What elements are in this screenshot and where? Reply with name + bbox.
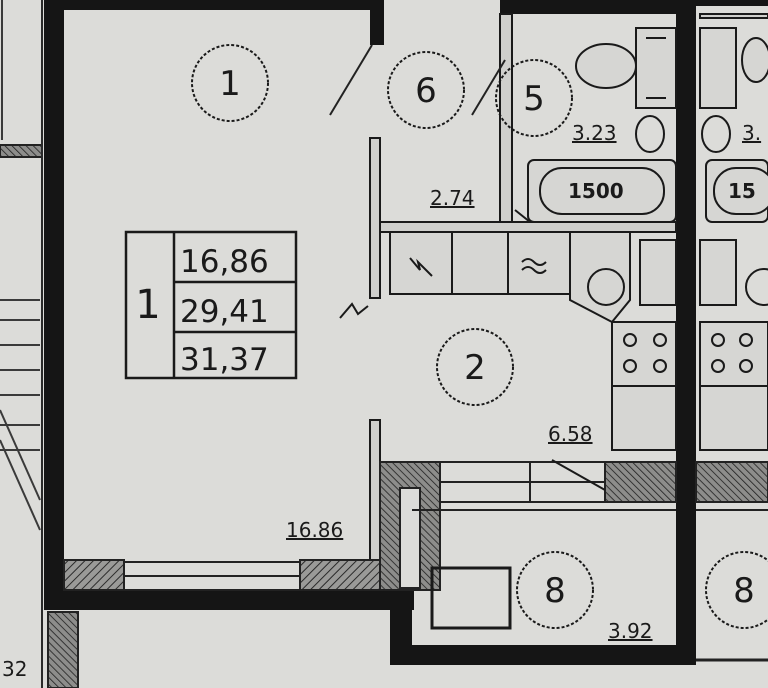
room-number-5: 5 — [523, 79, 545, 119]
room-number-8: 8 — [544, 571, 566, 611]
room-markers — [191, 44, 768, 629]
hatched-walls — [47, 461, 768, 688]
room-number-2: 2 — [464, 348, 486, 388]
bathtub-label: 1500 — [568, 179, 624, 203]
shafts — [639, 239, 737, 306]
total-area-balcony-value: 31,37 — [180, 342, 269, 378]
room-number-6: 6 — [415, 71, 437, 111]
total-area-value: 29,41 — [180, 294, 269, 330]
toilet-icon — [575, 27, 768, 109]
living-area-value: 16,86 — [180, 244, 269, 280]
bathtub-icon — [527, 159, 768, 223]
area-label-bath: 3.23 — [572, 121, 617, 145]
door-lines — [329, 44, 506, 116]
area-label-kitchen: 6.58 — [548, 422, 593, 446]
kitchen-counter — [389, 231, 677, 451]
walls — [44, 0, 768, 665]
area-label-bath-2: 3. — [742, 121, 761, 145]
area-summary-table — [124, 230, 298, 380]
entry-arrow-icon — [339, 302, 369, 319]
area-label-left: 32 — [2, 657, 27, 681]
stove-icon — [623, 321, 768, 451]
stairwell-wall — [0, 144, 43, 158]
sink-icon — [635, 115, 731, 153]
area-label-room-1: 16.86 — [286, 518, 343, 542]
room-number-8b: 8 — [733, 571, 755, 611]
stairs — [0, 0, 41, 531]
area-label-balcony: 3.92 — [608, 619, 653, 643]
balcony-cabinet — [430, 566, 512, 630]
area-label-hall: 2.74 — [430, 186, 475, 210]
bathtub-label-2: 15 — [728, 179, 756, 203]
windows — [123, 461, 606, 591]
flat-number: 1 — [135, 282, 160, 328]
room-number-1: 1 — [219, 64, 241, 104]
socket-icons — [409, 257, 547, 277]
